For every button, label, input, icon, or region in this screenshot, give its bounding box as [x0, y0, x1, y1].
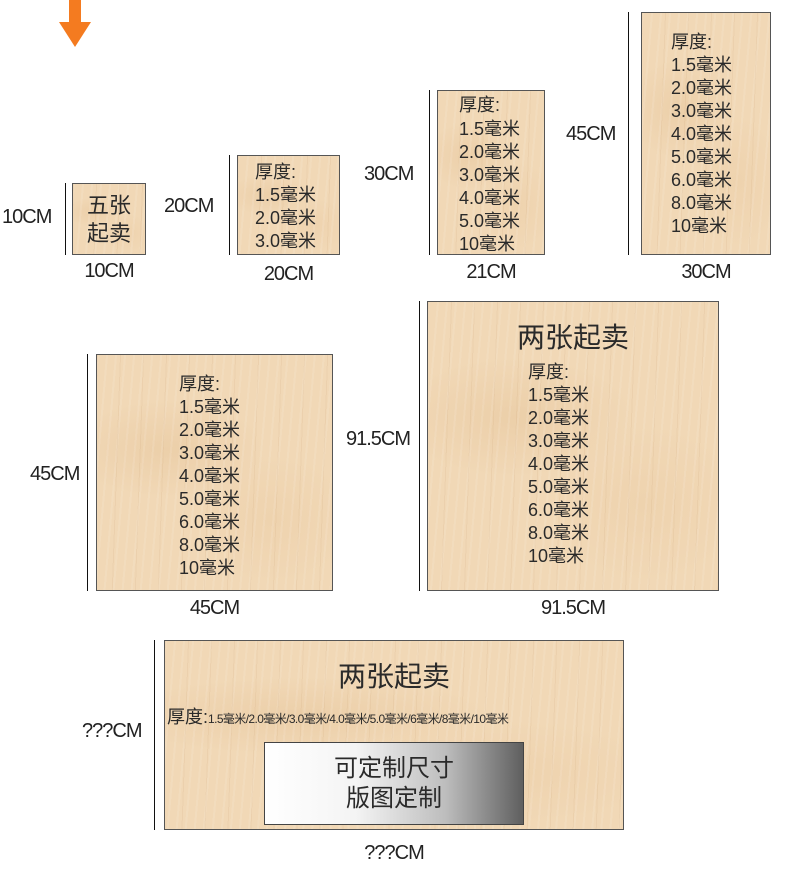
- list-item: 6.0毫米: [528, 500, 590, 520]
- thickness-list: 1.5毫米 2.0毫米 3.0毫米 4.0毫米 5.0毫米 6.0毫米 8.0毫…: [671, 54, 732, 238]
- list-item: 1.5毫米: [255, 185, 317, 205]
- list-item: 3.0毫米: [179, 443, 241, 463]
- thickness-inline-list: 1.5毫米/2.0毫米/3.0毫米/4.0毫米/5.0毫米/6毫米/8毫米/10…: [208, 712, 509, 726]
- height-label-custom: ???CM: [82, 720, 142, 742]
- list-item: 2.0毫米: [255, 208, 317, 228]
- list-item: 10毫米: [671, 216, 728, 236]
- thickness-row: 厚度:1.5毫米/2.0毫米/3.0毫米/4.0毫米/5.0毫米/6毫米/8毫米…: [167, 703, 509, 729]
- height-line: [229, 155, 230, 255]
- list-item: 1.5毫米: [671, 55, 733, 75]
- thickness-list: 1.5毫米 2.0毫米 3.0毫米 4.0毫米 5.0毫米 6.0毫米 8.0毫…: [179, 396, 240, 580]
- list-item: 5.0毫米: [459, 211, 521, 231]
- list-item: 5.0毫米: [528, 477, 590, 497]
- list-item: 8.0毫米: [528, 523, 590, 543]
- height-label-91-5cm: 91.5CM: [346, 428, 411, 450]
- thickness-list: 1.5毫米 2.0毫米 3.0毫米 4.0毫米 5.0毫米 6.0毫米 8.0毫…: [528, 384, 589, 568]
- custom-size-line1: 可定制尺寸: [334, 755, 454, 782]
- height-line: [628, 12, 629, 255]
- board-20x20: 厚度: 1.5毫米 2.0毫米 3.0毫米: [237, 155, 340, 255]
- list-item: 3.0毫米: [459, 165, 521, 185]
- list-item: 1.5毫米: [528, 385, 590, 405]
- thickness-label: 厚度:: [459, 95, 501, 115]
- board-45x45: 厚度: 1.5毫米 2.0毫米 3.0毫米 4.0毫米 5.0毫米 6.0毫米 …: [96, 354, 333, 591]
- thickness-label: 厚度:: [528, 362, 570, 382]
- custom-size-line2: 版图定制: [346, 785, 442, 812]
- list-item: 10毫米: [528, 546, 585, 566]
- list-item: 4.0毫米: [671, 124, 733, 144]
- list-item: 3.0毫米: [528, 431, 590, 451]
- height-label-30cm: 30CM: [364, 163, 414, 185]
- down-arrow-icon: [59, 0, 91, 47]
- board-91-5x91-5: 两张起卖 厚度: 1.5毫米 2.0毫米 3.0毫米 4.0毫米 5.0毫米 6…: [427, 301, 719, 591]
- board-30x45: 厚度: 1.5毫米 2.0毫米 3.0毫米 4.0毫米 5.0毫米 6.0毫米 …: [641, 12, 771, 255]
- width-label-10cm: 10CM: [84, 260, 134, 282]
- list-item: 2.0毫米: [179, 420, 241, 440]
- height-label-20cm: 20CM: [164, 195, 214, 217]
- min-order-line1: 五张: [86, 193, 131, 218]
- thickness-list: 1.5毫米 2.0毫米 3.0毫米 4.0毫米 5.0毫米 10毫米: [459, 118, 520, 256]
- board-min-order-text: 五张 起卖: [73, 192, 145, 248]
- thickness-label: 厚度:: [179, 374, 221, 394]
- width-label-custom: ???CM: [364, 842, 424, 864]
- height-line: [429, 90, 430, 255]
- list-item: 1.5毫米: [179, 397, 241, 417]
- list-item: 4.0毫米: [459, 188, 521, 208]
- list-item: 1.5毫米: [459, 119, 521, 139]
- height-label-45cm: 45CM: [30, 463, 80, 485]
- min-order-headline: 两张起卖: [337, 661, 450, 692]
- height-line: [65, 183, 66, 255]
- list-item: 6.0毫米: [671, 170, 733, 190]
- list-item: 5.0毫米: [671, 147, 733, 167]
- board-10x10: 五张 起卖: [72, 183, 146, 255]
- list-item: 8.0毫米: [179, 535, 241, 555]
- width-label-91-5cm: 91.5CM: [540, 597, 606, 619]
- custom-size-button[interactable]: 可定制尺寸 版图定制: [264, 742, 524, 825]
- width-label-45cm: 45CM: [189, 597, 240, 619]
- board-custom: 两张起卖 厚度:1.5毫米/2.0毫米/3.0毫米/4.0毫米/5.0毫米/6毫…: [164, 640, 624, 830]
- width-label-20cm: 20CM: [263, 263, 314, 285]
- list-item: 3.0毫米: [255, 231, 317, 251]
- list-item: 2.0毫米: [671, 78, 733, 98]
- width-label-30cm: 30CM: [681, 261, 731, 283]
- width-label-21cm: 21CM: [466, 261, 516, 283]
- height-line: [154, 640, 155, 830]
- thickness-label: 厚度:: [167, 707, 209, 727]
- board-21x30: 厚度: 1.5毫米 2.0毫米 3.0毫米 4.0毫米 5.0毫米 10毫米: [437, 90, 545, 255]
- list-item: 4.0毫米: [528, 454, 590, 474]
- list-item: 5.0毫米: [179, 489, 241, 509]
- list-item: 10毫米: [179, 558, 236, 578]
- list-item: 10毫米: [459, 234, 516, 254]
- list-item: 2.0毫米: [528, 408, 590, 428]
- thickness-label: 厚度:: [671, 32, 713, 52]
- thickness-label: 厚度:: [255, 162, 297, 182]
- thickness-list: 1.5毫米 2.0毫米 3.0毫米: [255, 184, 316, 253]
- list-item: 4.0毫米: [179, 466, 241, 486]
- min-order-line2: 起卖: [86, 221, 131, 246]
- height-line: [87, 354, 88, 591]
- list-item: 2.0毫米: [459, 142, 521, 162]
- height-label-45cm: 45CM: [566, 123, 616, 145]
- list-item: 6.0毫米: [179, 512, 241, 532]
- list-item: 3.0毫米: [671, 101, 733, 121]
- list-item: 8.0毫米: [671, 193, 733, 213]
- min-order-headline: 两张起卖: [516, 322, 629, 353]
- height-label-10cm: 10CM: [2, 206, 52, 228]
- height-line: [419, 301, 420, 591]
